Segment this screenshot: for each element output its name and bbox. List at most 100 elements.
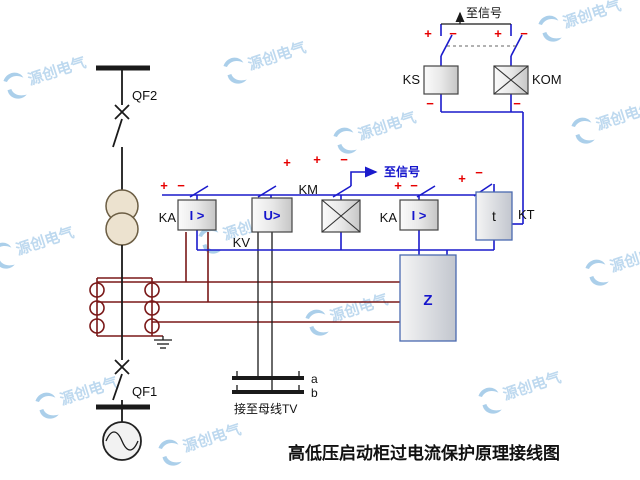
watermark: 源创电气 (0, 223, 76, 269)
watermark-swirl-icon (0, 242, 12, 252)
relay-kv: U> KV (233, 197, 293, 250)
watermark-swirl-icon (7, 88, 27, 99)
output-relay-kom-label: KOM (532, 72, 562, 87)
relay-kv-value: U> (264, 208, 281, 223)
signal-relay-ks: KS (403, 65, 459, 95)
watermark-swirl-icon (305, 309, 326, 319)
watermark: 源创电气 (333, 108, 419, 154)
to-signal-top-label: 至信号 (466, 6, 502, 20)
polarity-minus: − (177, 178, 185, 193)
polarity-plus: + (160, 178, 168, 193)
generator-sine-wave (105, 431, 139, 451)
polarity-plus: + (283, 155, 291, 170)
transformer-winding-secondary (105, 212, 139, 246)
watermark: 源创电气 (571, 98, 640, 144)
signal-branch-arrow (350, 166, 378, 186)
watermark-text: 源创电气 (608, 240, 640, 276)
watermark-text: 源创电气 (58, 373, 121, 409)
polarity-marks: + − + + − + − + − + − + − − − (160, 26, 528, 193)
watermark-swirl-icon (3, 72, 24, 82)
signal-output-top: 至信号 (441, 6, 517, 47)
watermark-swirl-icon (158, 439, 179, 449)
watermark-swirl-icon (571, 117, 592, 127)
relay-ka2-box (399, 199, 439, 231)
relay-ka2: I > KA (380, 199, 439, 231)
watermark-swirl-icon (162, 455, 182, 466)
watermark-text: 源创电气 (561, 0, 624, 32)
output-relay-kom-cross (493, 65, 529, 95)
relay-ka1: I > KA (159, 199, 217, 231)
watermark: 源创电气 (478, 368, 564, 414)
kom-contact-blade (510, 34, 523, 57)
relay-kv-box (251, 197, 293, 233)
voltage-circuit: a b 接至母线TV (232, 232, 318, 416)
watermark-text: 源创电气 (181, 420, 244, 456)
breaker-cross (114, 359, 130, 375)
breaker-cross (114, 104, 130, 120)
to-signal-mid-label: 至信号 (384, 164, 420, 179)
watermark-swirl-icon (585, 259, 606, 269)
watermark-text: 源创电气 (356, 108, 419, 144)
contactor-km-label: KM (299, 182, 319, 197)
impedance-z: Z (399, 254, 457, 342)
watermark-swirl-icon (478, 387, 499, 397)
watermark: 源创电气 (223, 38, 309, 84)
contact-blade (257, 185, 277, 198)
watermark: 源创电气 (35, 373, 121, 419)
watermark-swirl-icon (542, 31, 562, 42)
breaker-blade (112, 118, 123, 148)
polarity-plus: + (494, 26, 502, 41)
contact-blade (416, 185, 436, 198)
polarity-minus: − (449, 26, 457, 41)
ct-ring (89, 282, 105, 298)
polarity-minus: − (410, 178, 418, 193)
time-relay-kt-label: KT (518, 207, 535, 222)
contact-blade (189, 185, 209, 198)
impedance-z-box (399, 254, 457, 342)
watermark-swirl-icon (223, 57, 244, 67)
ks-contact-blade (440, 34, 453, 57)
breaker-blade (112, 373, 123, 401)
relay-ka2-label: KA (380, 210, 398, 225)
watermark-text: 源创电气 (501, 368, 564, 404)
relay-ka1-label: KA (159, 210, 177, 225)
watermark-swirl-icon (0, 258, 15, 269)
polarity-plus: + (458, 171, 466, 186)
contact-blade (332, 185, 352, 198)
ct-ring (144, 282, 160, 298)
polarity-minus: − (513, 96, 521, 111)
breaker-qf2: QF2 (112, 88, 157, 148)
polarity-plus: + (313, 152, 321, 167)
ground-symbol (154, 336, 172, 349)
bus-connect-label: 接至母线TV (234, 401, 297, 416)
relay-ka1-value: I > (190, 208, 205, 223)
watermark-swirl-icon (227, 73, 247, 84)
breaker-qf1-label: QF1 (132, 384, 157, 399)
watermark: 源创电气 (158, 420, 244, 466)
watermark-swirl-icon (575, 133, 595, 144)
watermark: 源创电气 (305, 290, 390, 336)
signal-relay-ks-label: KS (403, 72, 421, 87)
signal-relay-ks-box (423, 65, 459, 95)
watermark-swirl-icon (309, 325, 329, 336)
ct-ring (144, 318, 160, 334)
diagram-title: 高低压启动柜过电流保护原理接线图 (288, 443, 560, 463)
ct-ring (89, 318, 105, 334)
watermark-swirl-icon (39, 408, 59, 419)
watermark-swirl-icon (333, 127, 354, 137)
watermark-text: 源创电气 (246, 38, 309, 74)
ct-ring (89, 300, 105, 316)
control-circuit: 至信号 (162, 24, 524, 255)
generator-symbol (102, 421, 142, 461)
watermark: 源创电气 (538, 0, 624, 42)
watermark-swirl-icon (337, 143, 357, 154)
contactor-km: KM (299, 182, 361, 233)
watermark-text: 源创电气 (26, 53, 89, 89)
time-relay-kt: t KT (475, 191, 535, 241)
relay-ka2-value: I > (412, 208, 427, 223)
watermark-text: 源创电气 (594, 98, 640, 134)
polarity-minus: − (520, 26, 528, 41)
watermark-swirl-icon (482, 403, 502, 414)
watermark: 源创电气 (3, 53, 89, 99)
relay-kv-label: KV (233, 235, 251, 250)
